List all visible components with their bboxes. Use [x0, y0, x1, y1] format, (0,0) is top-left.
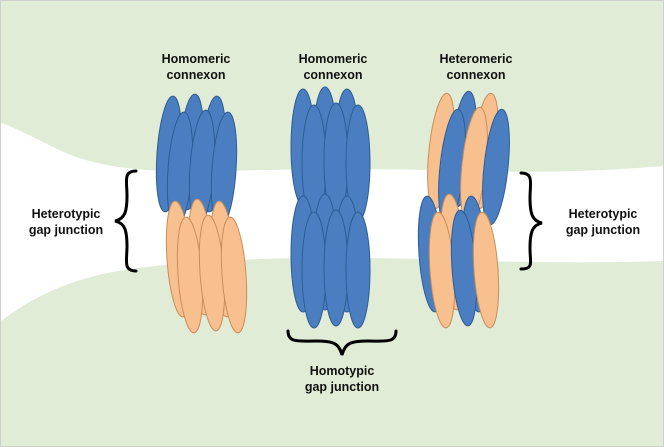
homomeric-connexon-left-label: Homomeric connexon: [161, 52, 231, 82]
connexin-subunit-left-bottom-6: [220, 216, 248, 334]
connexin-subunit-middle-bottom-6: [345, 211, 371, 329]
homotypic-gap-junction-label: Homotypic gap junction: [304, 364, 380, 394]
connexin-subunit-middle-bottom-5: [323, 209, 349, 327]
homomeric-connexon-middle-label: Homomeric connexon: [298, 52, 368, 82]
heterotypic-left-brace: [114, 169, 138, 273]
heterotypic-gap-junction-right-label: Heterotypic gap junction: [565, 207, 641, 237]
connexin-subunit-right-bottom-6: [472, 211, 500, 329]
heterotypic-right-brace: [519, 171, 543, 271]
heteromeric-connexon-label: Heteromeric connexon: [439, 52, 513, 82]
connexon-subunits: [155, 86, 510, 334]
homotypic-brace: [286, 329, 398, 356]
heterotypic-gap-junction-left-label: Heterotypic gap junction: [28, 207, 104, 237]
connexin-subunit-middle-bottom-4: [301, 211, 327, 329]
